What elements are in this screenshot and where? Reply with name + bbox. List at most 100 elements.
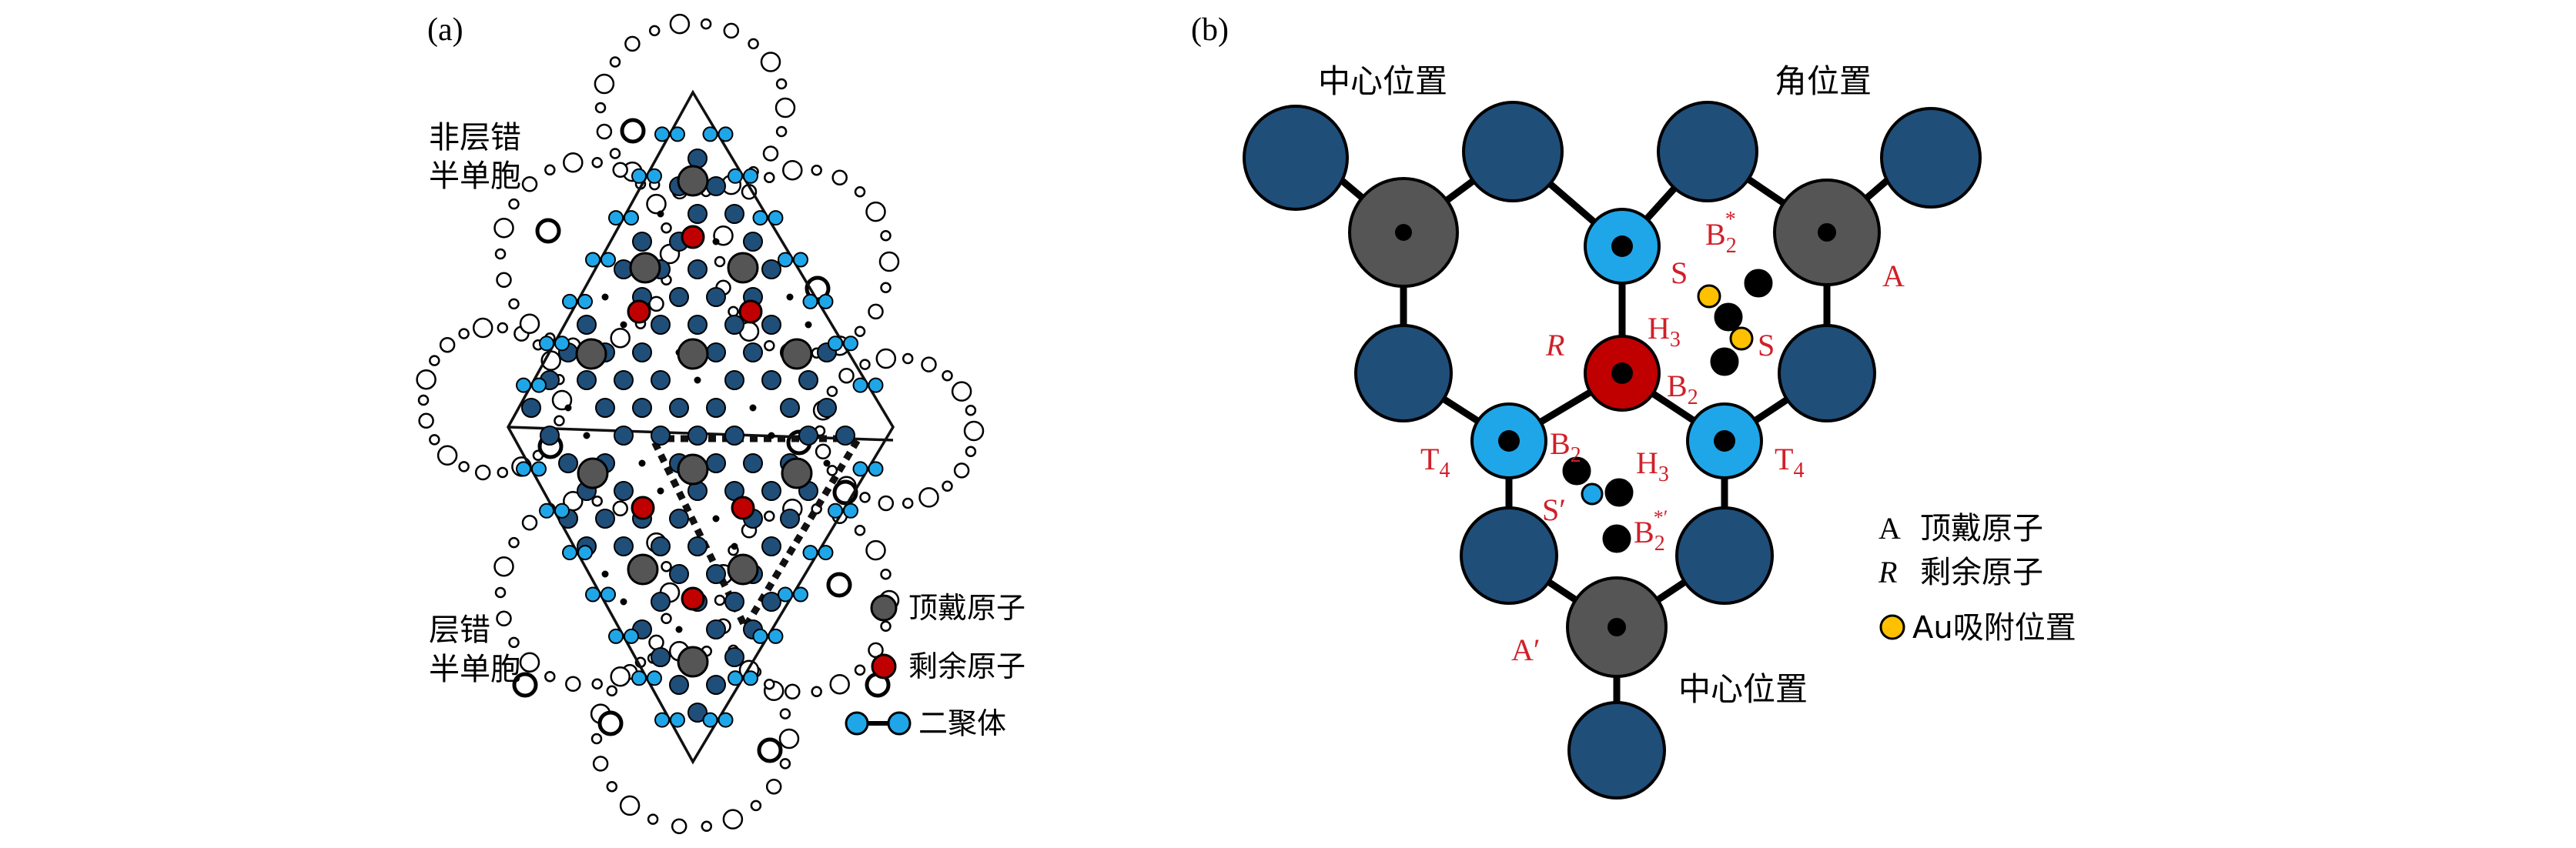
lattice-atom bbox=[761, 536, 781, 556]
ring-atom bbox=[497, 322, 509, 334]
label-H3: H3 bbox=[1648, 311, 1681, 352]
rest-atom bbox=[631, 496, 655, 520]
dimer-atom bbox=[868, 461, 884, 477]
ring-atom bbox=[951, 381, 972, 402]
small-dot bbox=[768, 432, 775, 439]
dimer-atom bbox=[516, 461, 531, 477]
ring-atom-large bbox=[826, 572, 852, 598]
dimer-atom bbox=[718, 712, 734, 728]
adatom bbox=[727, 553, 759, 586]
lattice-atom bbox=[780, 509, 800, 529]
label-S-2: S bbox=[1758, 328, 1775, 362]
ring-atom bbox=[458, 328, 470, 339]
adatom bbox=[627, 553, 659, 586]
ring-atom-large bbox=[620, 118, 646, 144]
small-dot bbox=[564, 404, 572, 412]
ring-atom bbox=[496, 610, 512, 627]
small-dot bbox=[657, 210, 664, 218]
ring-atom bbox=[811, 164, 822, 176]
ring-atom bbox=[458, 461, 470, 472]
ring-atom bbox=[878, 495, 895, 512]
dimer-atom bbox=[728, 670, 743, 686]
ring-atom bbox=[778, 728, 800, 750]
atom-center-dots bbox=[1395, 223, 1836, 636]
dotted-triangle bbox=[647, 435, 865, 635]
ring-atom bbox=[942, 480, 953, 492]
dimer-atom bbox=[718, 126, 734, 142]
dimer-atom bbox=[608, 628, 624, 644]
lattice-atom bbox=[651, 315, 671, 335]
lattice-atom bbox=[614, 426, 634, 446]
ring-atom bbox=[854, 326, 866, 337]
dimer-atom bbox=[554, 336, 570, 352]
ring-atom bbox=[591, 678, 603, 690]
lattice-atom bbox=[761, 481, 781, 501]
ring-atom bbox=[700, 18, 712, 30]
dimer-atom bbox=[585, 586, 601, 603]
ring-atom bbox=[865, 539, 886, 561]
lattice-atom bbox=[632, 398, 652, 418]
panel-a: (a) 非层错 半单胞 层错 半单胞 顶戴原子 剩余原子 二聚体 bbox=[416, 12, 1025, 835]
lattice-atom bbox=[761, 370, 781, 390]
ring-atom bbox=[521, 515, 538, 531]
ring-atom-large bbox=[597, 710, 624, 736]
ring-atom bbox=[775, 125, 788, 138]
lattice-atom bbox=[669, 564, 689, 584]
rest-atom bbox=[627, 299, 651, 324]
ring-atom bbox=[714, 594, 726, 606]
center-site-bottom-label: 中心位置 bbox=[1678, 670, 1808, 708]
ring-atom bbox=[496, 272, 512, 289]
lattice-atom bbox=[687, 259, 708, 279]
adatom bbox=[677, 165, 709, 197]
lattice-atom bbox=[669, 398, 689, 418]
ring-atom bbox=[815, 443, 831, 460]
ring-atom bbox=[671, 818, 687, 835]
dimer-atom bbox=[539, 502, 554, 519]
lattice-atom bbox=[706, 675, 726, 695]
ring-atom bbox=[610, 327, 631, 349]
lattice-atom bbox=[706, 398, 726, 418]
small-dot bbox=[694, 376, 701, 384]
ring-atom bbox=[554, 415, 565, 427]
rest-atom bbox=[738, 299, 763, 324]
blue-atom bbox=[1462, 101, 1564, 202]
lattice-atom bbox=[632, 232, 652, 252]
dimer-atom bbox=[601, 252, 616, 268]
lattice-atom bbox=[687, 204, 708, 224]
ring-atom bbox=[591, 156, 603, 169]
ring-atom bbox=[612, 162, 628, 179]
ring-atom bbox=[764, 172, 775, 184]
dimer-atom bbox=[852, 461, 868, 477]
site-B2-star-prime bbox=[1602, 524, 1631, 553]
dimer-atom bbox=[768, 210, 784, 226]
ring-atom bbox=[965, 446, 977, 458]
legend-au-text: Au吸附位置 bbox=[1912, 610, 2076, 646]
ring-atom bbox=[591, 495, 603, 507]
dimer-atom bbox=[743, 670, 758, 686]
unit-cell-outline bbox=[507, 89, 895, 765]
small-dot bbox=[749, 404, 757, 412]
ring-atom bbox=[722, 809, 744, 830]
dimer-atom bbox=[577, 545, 593, 561]
ring-atom bbox=[493, 556, 514, 577]
label-R: R bbox=[1545, 328, 1564, 362]
ring-atom bbox=[764, 339, 775, 352]
label-B2-prime: B2 bbox=[1550, 426, 1581, 467]
adatom bbox=[781, 338, 813, 370]
blue-atom bbox=[1567, 701, 1666, 800]
ring-atom bbox=[437, 445, 458, 466]
lattice-atom bbox=[577, 315, 597, 335]
dimer-atom bbox=[778, 586, 793, 603]
rest-atom bbox=[731, 496, 755, 520]
ring-atom bbox=[921, 356, 937, 372]
small-dot bbox=[583, 432, 590, 439]
small-dot bbox=[805, 321, 812, 329]
ring-atom bbox=[418, 412, 434, 429]
ring-atom bbox=[472, 317, 493, 339]
blue-atom bbox=[1675, 506, 1774, 605]
dimer-atom bbox=[828, 502, 843, 519]
lattice-atom bbox=[706, 564, 726, 584]
ring-atom bbox=[508, 298, 520, 310]
ring-atom bbox=[474, 464, 491, 481]
